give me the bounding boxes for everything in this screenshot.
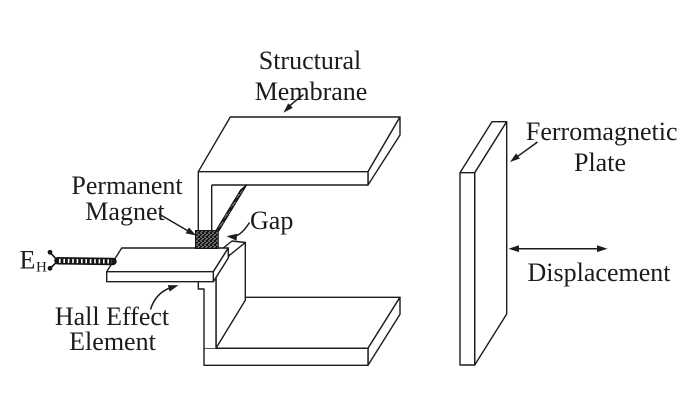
- label-displacement: Displacement: [528, 258, 672, 287]
- magnet-block: [195, 230, 219, 249]
- diagram-labels: Structural Membrane Permanent Magnet Gap…: [20, 46, 678, 356]
- magnet-arrow: [158, 213, 196, 236]
- label-hall-voltage-subscript: H: [36, 260, 47, 276]
- displacement-arrow: [508, 245, 608, 253]
- label-gap: Gap: [250, 206, 293, 235]
- permanent-magnet-shape: [195, 184, 248, 249]
- ferro-plate-arrow: [510, 141, 538, 162]
- label-permanent-magnet-line1: Permanent: [71, 171, 183, 200]
- hall-element-shape: [105, 247, 230, 283]
- hall-element-arrow: [149, 285, 179, 310]
- wire-terminal-dot-bottom: [47, 265, 53, 271]
- magnet-depth-bar: [211, 184, 248, 238]
- label-structural-membrane-line2: Membrane: [255, 77, 368, 106]
- leader-arrows: [149, 93, 608, 310]
- gap-arrow: [226, 222, 251, 241]
- magnet-support-bar: [197, 171, 213, 231]
- wire-terminal-dot-top: [47, 249, 53, 255]
- support-wall-shape: [197, 240, 247, 349]
- label-hall-effect-line2: Element: [69, 327, 156, 356]
- label-ferromagnetic-line1: Ferromagnetic: [526, 117, 678, 146]
- label-hall-voltage: E: [20, 246, 36, 275]
- coil-wire: [47, 249, 117, 271]
- label-hall-effect-line1: Hall Effect: [55, 302, 170, 331]
- ferromagnetic-plate-shape: [459, 120, 508, 366]
- base-plate-shape: [203, 296, 401, 366]
- structural-membrane-shape: [197, 116, 401, 186]
- membrane-arrow: [283, 93, 304, 113]
- label-permanent-magnet-line2: Magnet: [85, 197, 165, 226]
- label-structural-membrane-line1: Structural: [259, 46, 362, 75]
- label-ferromagnetic-line2: Plate: [574, 148, 626, 177]
